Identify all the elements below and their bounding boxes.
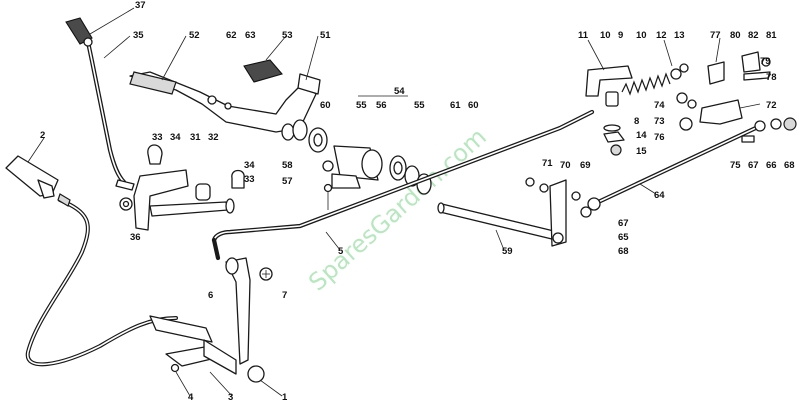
callout-9: 9: [618, 30, 623, 41]
callout-12: 12: [656, 30, 667, 41]
long-rod-5: [211, 109, 595, 261]
callout-56: 56: [376, 100, 387, 111]
callout-75: 75: [730, 160, 741, 171]
callout-32: 32: [208, 132, 219, 143]
bracket-72-rod-64: [580, 92, 797, 218]
pedal-rod-37-35: [65, 17, 135, 191]
callout-66: 66: [766, 160, 777, 171]
callout-61: 61: [450, 100, 461, 111]
callout-77: 77: [710, 30, 721, 41]
callout-14: 14: [636, 130, 647, 141]
callout-52: 52: [189, 30, 200, 41]
callout-leaders: [27, 7, 761, 397]
callout-74: 74: [654, 100, 665, 111]
callout-10-b: 10: [636, 30, 647, 41]
callout-60-b: 60: [468, 100, 479, 111]
callout-72: 72: [766, 100, 777, 111]
callout-73: 73: [654, 116, 665, 127]
callout-2: 2: [40, 130, 45, 141]
callout-70: 70: [560, 160, 571, 171]
callout-34-a: 34: [170, 132, 181, 143]
callout-65: 65: [618, 232, 629, 243]
callout-labels: 37 35 52 62 63 53 51 2 33 34 31 32 60 54…: [40, 0, 795, 402]
callout-6: 6: [208, 290, 213, 301]
small-parts-69-71: [525, 177, 581, 201]
callout-60-a: 60: [320, 100, 331, 111]
callout-82: 82: [748, 30, 759, 41]
pedal-assembly-51-52: [129, 59, 321, 141]
callout-68-b: 68: [618, 246, 629, 257]
callout-37: 37: [135, 0, 146, 11]
callout-1: 1: [282, 392, 288, 402]
callout-35: 35: [133, 30, 144, 41]
callout-57: 57: [282, 176, 293, 187]
callout-55-a: 55: [356, 100, 367, 111]
shaft-assembly-54: [292, 119, 432, 210]
cable-assembly: [5, 155, 225, 373]
spring-assembly-9-10: [585, 63, 689, 156]
lever-1: [203, 257, 273, 383]
pivot-bracket-31: [119, 144, 245, 231]
callout-33-b: 33: [244, 174, 255, 185]
callout-58: 58: [282, 160, 293, 171]
callout-67-a: 67: [748, 160, 759, 171]
callout-81: 81: [766, 30, 777, 41]
shaft-59: [437, 179, 567, 247]
callout-71: 71: [542, 158, 553, 169]
callout-15: 15: [636, 146, 647, 157]
callout-4: 4: [188, 392, 194, 402]
callout-54: 54: [394, 86, 405, 97]
callout-80: 80: [730, 30, 741, 41]
callout-63: 63: [245, 30, 256, 41]
callout-8: 8: [634, 116, 639, 127]
callout-11: 11: [578, 30, 589, 41]
callout-67-b: 67: [618, 218, 629, 229]
callout-13: 13: [674, 30, 685, 41]
callout-79: 79: [760, 56, 771, 67]
callout-7: 7: [282, 290, 287, 301]
callout-62: 62: [226, 30, 237, 41]
callout-31: 31: [190, 132, 201, 143]
callout-3: 3: [228, 392, 233, 402]
callout-5: 5: [338, 246, 344, 257]
callout-55-b: 55: [414, 100, 425, 111]
callout-10-a: 10: [600, 30, 611, 41]
callout-69: 69: [580, 160, 591, 171]
callout-64: 64: [654, 190, 665, 201]
callout-34-b: 34: [244, 160, 255, 171]
callout-51: 51: [320, 30, 331, 41]
callout-76: 76: [654, 132, 665, 143]
callout-53: 53: [282, 30, 293, 41]
callout-33-a: 33: [152, 132, 163, 143]
callout-36: 36: [130, 232, 141, 243]
bracket-77-80: [707, 51, 771, 85]
callout-59: 59: [502, 246, 513, 257]
callout-78: 78: [766, 72, 777, 83]
callout-68-a: 68: [784, 160, 795, 171]
